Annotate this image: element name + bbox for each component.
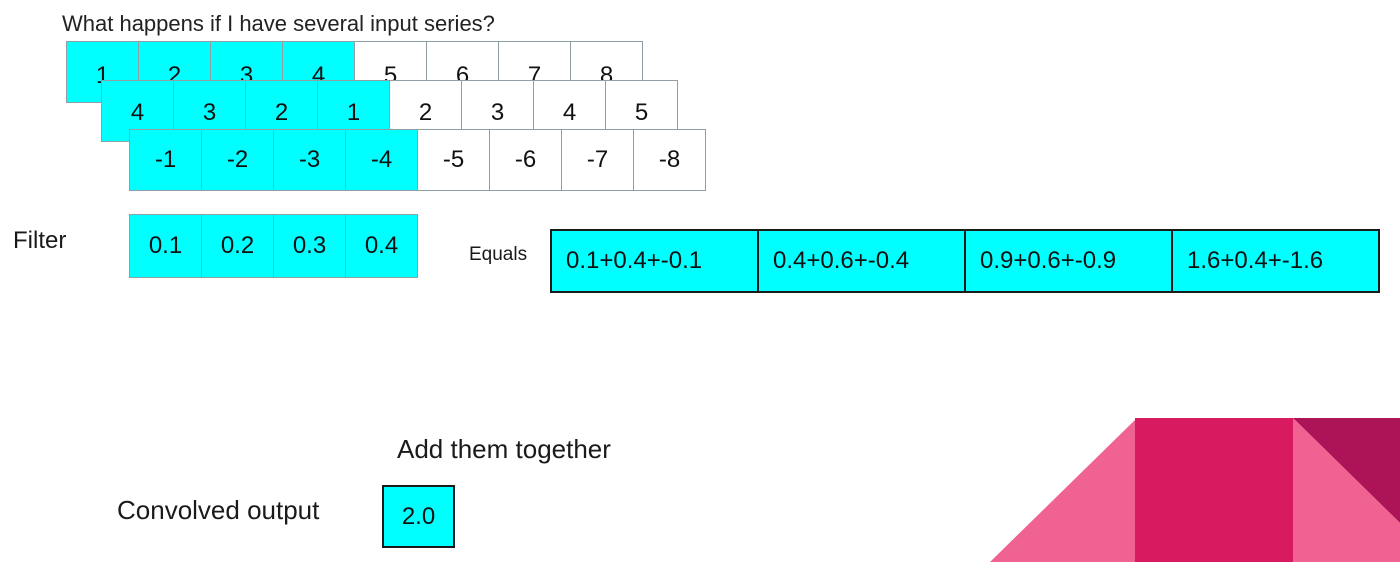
convolved-output-value: 2.0 bbox=[382, 485, 455, 548]
series-3-cell: -6 bbox=[489, 129, 562, 191]
input-series-3: -1 -2 -3 -4 -5 -6 -7 -8 bbox=[129, 129, 706, 191]
filter-cell: 0.2 bbox=[201, 214, 274, 278]
filter-cell: 0.4 bbox=[345, 214, 418, 278]
corner-decoration bbox=[990, 418, 1400, 562]
series-3-cell: -4 bbox=[345, 129, 418, 191]
add-together-label: Add them together bbox=[397, 434, 611, 464]
series-3-cell: -2 bbox=[201, 129, 274, 191]
filter-label: Filter bbox=[13, 227, 67, 254]
convolved-output-label: Convolved output bbox=[117, 495, 320, 525]
filter-row: 0.1 0.2 0.3 0.4 bbox=[129, 214, 418, 278]
equals-cell: 0.9+0.6+-0.9 bbox=[964, 229, 1173, 293]
equals-cell: 0.1+0.4+-0.1 bbox=[550, 229, 759, 293]
filter-cell: 0.3 bbox=[273, 214, 346, 278]
equals-row: 0.1+0.4+-0.1 0.4+0.6+-0.4 0.9+0.6+-0.9 1… bbox=[550, 229, 1380, 293]
decoration-shape-left bbox=[990, 418, 1137, 562]
series-3-cell: -7 bbox=[561, 129, 634, 191]
series-3-cell: -3 bbox=[273, 129, 346, 191]
filter-cell: 0.1 bbox=[129, 214, 202, 278]
equals-cell: 1.6+0.4+-1.6 bbox=[1171, 229, 1380, 293]
series-3-cell: -8 bbox=[633, 129, 706, 191]
page-title: What happens if I have several input ser… bbox=[62, 11, 495, 36]
series-3-cell: -5 bbox=[417, 129, 490, 191]
series-3-cell: -1 bbox=[129, 129, 202, 191]
decoration-shape-right bbox=[1293, 418, 1400, 562]
equals-cell: 0.4+0.6+-0.4 bbox=[757, 229, 966, 293]
decoration-shape-center bbox=[1135, 418, 1295, 562]
equals-label: Equals bbox=[469, 244, 528, 265]
